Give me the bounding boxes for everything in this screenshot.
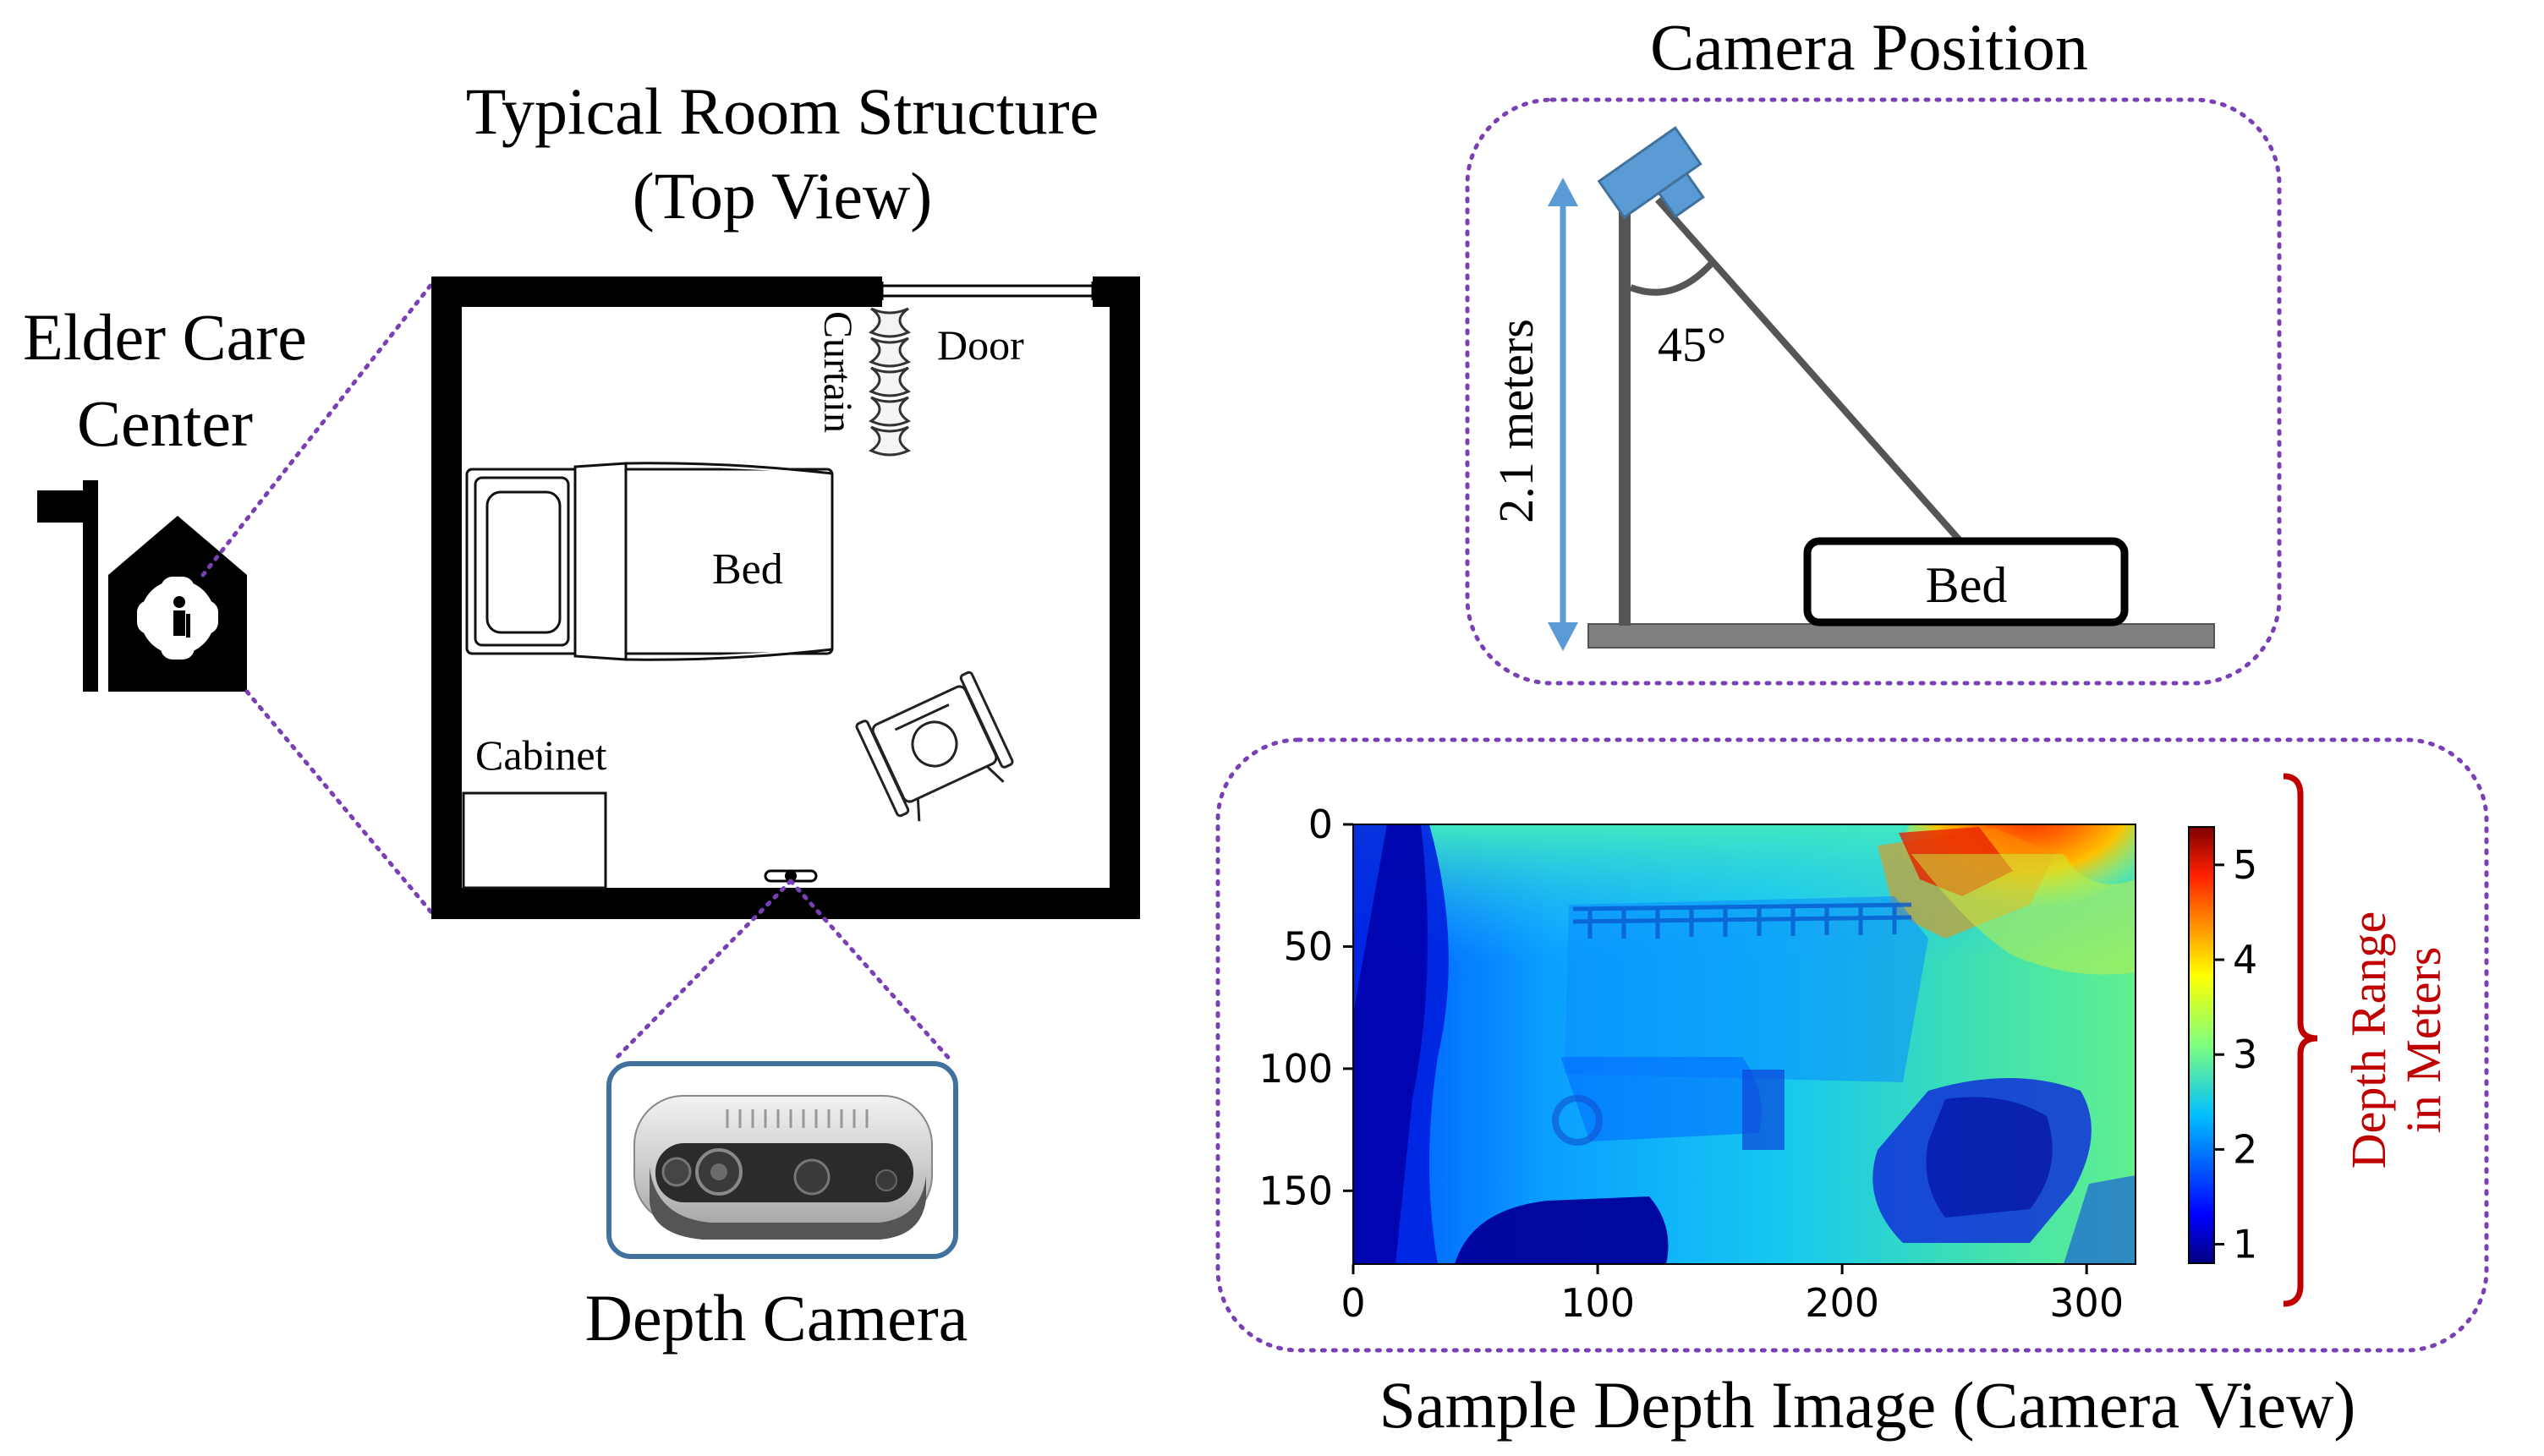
angle-arc <box>1629 260 1715 296</box>
room-title-line2: (Top View) <box>633 159 933 233</box>
zoom-lines-camera <box>611 879 954 1064</box>
wall-top-left <box>431 276 882 307</box>
colorbar <box>2188 826 2215 1264</box>
bed-box-label: Bed <box>1926 557 2008 613</box>
y-tick-label: 150 <box>1258 1168 1333 1213</box>
x-tick-label: 300 <box>2049 1280 2124 1326</box>
colorbar-tick-label: 5 <box>2233 842 2257 888</box>
camera-grille <box>726 1109 869 1128</box>
wall-bottom <box>431 888 1140 919</box>
bed-label: Bed <box>712 545 783 594</box>
depth-camera-title: Depth Camera <box>585 1281 968 1355</box>
zoom-lines-building <box>200 276 438 920</box>
camera-position-diagram: 2.1 meters 45° Bed <box>1489 126 2215 651</box>
room-floorplan: Door Curtain Bed Cabinet <box>431 276 1140 919</box>
curtain-icon <box>868 307 912 457</box>
sample-depth-title: Sample Depth Image (Camera View) <box>1379 1368 2356 1442</box>
colorbar-tick-label: 3 <box>2233 1032 2257 1077</box>
depth-heatmap <box>1353 824 2136 1264</box>
depth-image-panel <box>1215 737 2489 1353</box>
cabinet-label: Cabinet <box>475 731 607 779</box>
flag <box>37 490 98 523</box>
elder-care-title-line2: Center <box>77 386 253 460</box>
colorbar-tick-label: 1 <box>2233 1222 2257 1267</box>
x-tick-label: 0 <box>1341 1280 1365 1326</box>
camera-stand-pole <box>1619 203 1631 626</box>
colorbar-ticks: 1 2 3 4 5 <box>2214 842 2257 1267</box>
camera-icon <box>1597 126 1705 220</box>
bed-icon <box>465 462 834 661</box>
wheelchair-icon <box>855 671 1014 822</box>
door-label: Door <box>937 321 1024 369</box>
depth-range-label-line2: in Meters <box>2396 947 2451 1134</box>
cabinet-icon <box>462 791 607 889</box>
y-tick-label: 50 <box>1283 923 1333 969</box>
camera-lens-left <box>661 1157 692 1187</box>
colorbar-tick-label: 4 <box>2233 937 2257 983</box>
wall-left <box>431 276 462 919</box>
camera-mount-icon <box>764 869 818 883</box>
floor-bar <box>1587 623 2215 649</box>
room-title-line1: Typical Room Structure <box>466 74 1099 148</box>
camera-view-line <box>1655 197 1963 544</box>
heatmap-frame <box>1352 824 2136 1265</box>
height-label: 2.1 meters <box>1489 319 1543 523</box>
height-arrow <box>1548 178 1578 651</box>
angle-label: 45° <box>1658 317 1726 372</box>
elder-care-building-icon <box>37 480 247 692</box>
x-tick-label: 200 <box>1805 1280 1879 1326</box>
curtain-label: Curtain <box>815 311 860 433</box>
door-icon <box>880 282 1094 300</box>
heatmap-axes: 0 100 200 300 0 50 100 150 <box>1258 802 2124 1326</box>
flagpole <box>83 480 98 692</box>
depth-range-bracket <box>2283 773 2318 1307</box>
wall-right <box>1110 276 1140 919</box>
y-tick-label: 0 <box>1308 802 1333 847</box>
bed-box <box>1803 537 2129 627</box>
x-tick-label: 100 <box>1560 1280 1635 1326</box>
camera-position-title: Camera Position <box>1650 10 2088 84</box>
colorbar-tick-label: 2 <box>2233 1126 2257 1172</box>
elder-care-title-line1: Elder Care <box>23 300 307 374</box>
depth-range-label-line1: Depth Range <box>2341 911 2396 1169</box>
camera-lens-right <box>793 1158 831 1196</box>
camera-position-panel <box>1465 97 2282 686</box>
y-tick-label: 100 <box>1258 1046 1333 1092</box>
depth-camera-photo <box>606 1061 958 1259</box>
bed-rail-pattern <box>1572 902 1912 939</box>
